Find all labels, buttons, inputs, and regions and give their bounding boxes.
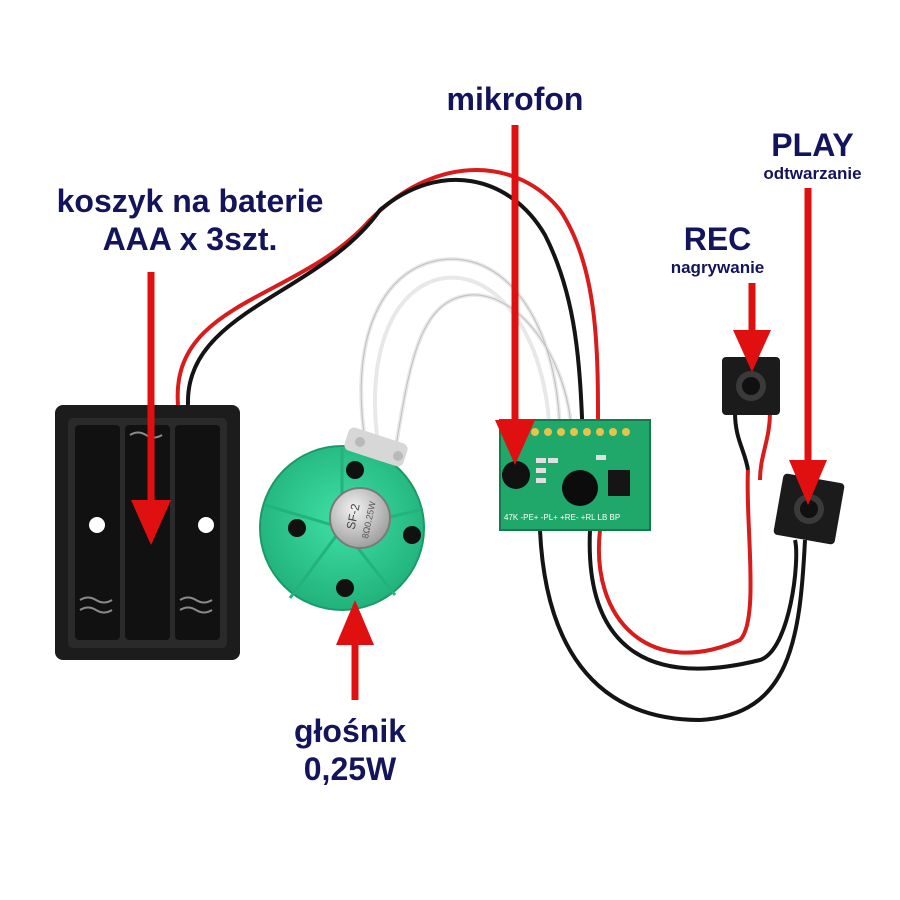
play-button	[773, 473, 845, 545]
rec-button	[722, 357, 780, 415]
battery-wires	[175, 168, 601, 441]
label-battery: koszyk na baterie AAA x 3szt.	[10, 182, 370, 258]
annotation-arrows	[131, 125, 827, 700]
label-speaker-line1: głośnik	[293, 713, 406, 749]
label-play-title: PLAY	[771, 127, 854, 163]
label-battery-line2: AAA x 3szt.	[102, 221, 278, 257]
label-speaker-line2: 0,25W	[303, 751, 397, 787]
label-rec: REC nagrywanie	[640, 220, 795, 278]
label-mikrofon: mikrofon	[446, 81, 584, 117]
label-rec-title: REC	[683, 221, 752, 257]
label-play: PLAY odtwarzanie	[735, 126, 890, 184]
label-play-sub: odtwarzanie	[763, 164, 862, 183]
speaker-model-text: SF-2	[344, 502, 363, 531]
board-pin-labels: 47K -PE+ -PL+ +RE- +RL LB BP	[504, 513, 620, 522]
label-rec-sub: nagrywanie	[670, 258, 765, 277]
speaker: SF-2 8Ω0.25W	[259, 427, 425, 611]
button-wires	[538, 411, 807, 723]
label-battery-line1: koszyk na baterie	[56, 183, 324, 219]
label-speaker: głośnik 0,25W	[250, 712, 450, 788]
